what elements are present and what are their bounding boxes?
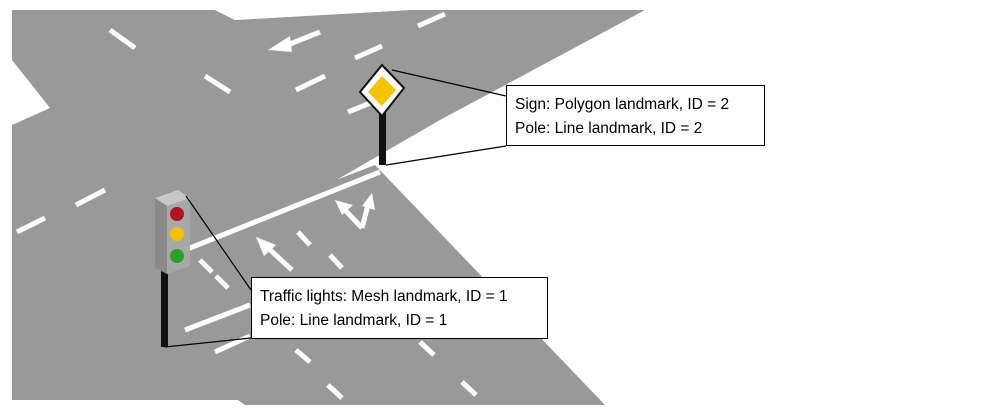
sign-annotation-line1: Sign: Polygon landmark, ID = 2 [515, 96, 730, 113]
traffic-annotation-line1: Traffic lights: Mesh landmark, ID = 1 [260, 288, 508, 305]
lane-arrow-straight-right [335, 193, 375, 230]
background-patch-top [215, 10, 410, 20]
sign-pole [379, 108, 386, 165]
sign-leader-top [391, 69, 507, 97]
traffic-leader-top [185, 195, 252, 291]
background-patch-left [12, 60, 50, 125]
lane-markings-main [15, 11, 447, 235]
lane-markings-crossing [198, 230, 478, 400]
lane-arrow-straight [256, 237, 294, 272]
lower-road [12, 225, 280, 400]
green-light-icon [170, 249, 184, 263]
lane-arrow-left [268, 29, 321, 52]
yellow-light-icon [170, 227, 184, 241]
red-light-icon [170, 207, 184, 221]
traffic-leader-bottom [164, 337, 252, 348]
traffic-annotation-line2: Pole: Line landmark, ID = 1 [260, 312, 448, 329]
traffic-light [155, 190, 190, 274]
sign-annotation-line2: Pole: Line landmark, ID = 2 [515, 120, 703, 137]
traffic-lights-annotation-box: Traffic lights: Mesh landmark, ID = 1 Po… [251, 277, 548, 339]
stop-line [184, 169, 381, 253]
priority-road-sign [358, 63, 406, 118]
sign-annotation-box: Sign: Polygon landmark, ID = 2 Pole: Lin… [506, 85, 765, 146]
traffic-light-pole [161, 270, 168, 347]
sign-leader-bottom [385, 145, 507, 166]
